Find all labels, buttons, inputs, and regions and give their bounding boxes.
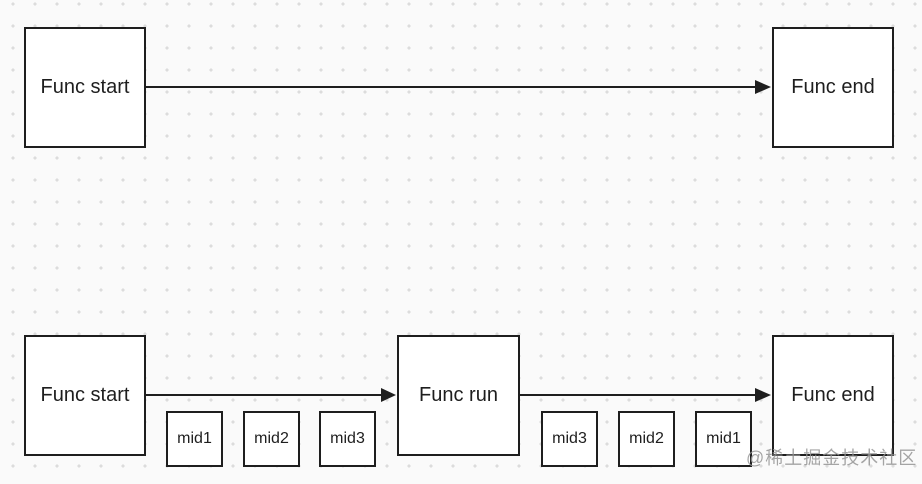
node-label: Func run [419, 384, 498, 406]
watermark: @稀土掘金技术社区 [746, 448, 918, 468]
node-bottom-func-end: Func end [772, 335, 894, 456]
node-mid2-right: mid2 [618, 411, 675, 467]
node-mid1-left: mid1 [166, 411, 223, 467]
node-mid3-right: mid3 [541, 411, 598, 467]
node-label: mid1 [177, 430, 212, 447]
node-label: Func end [791, 384, 875, 406]
node-top-func-end: Func end [772, 27, 894, 148]
node-mid3-left: mid3 [319, 411, 376, 467]
node-bottom-func-start: Func start [24, 335, 146, 456]
node-label: Func start [40, 76, 130, 98]
arrow-bottom-start-to-run [146, 388, 396, 402]
node-top-func-start: Func start [24, 27, 146, 148]
node-mid2-left: mid2 [243, 411, 300, 467]
node-label: mid1 [706, 430, 741, 447]
arrow-bottom-run-to-end [520, 388, 771, 402]
node-label: Func end [791, 76, 875, 98]
node-label: mid3 [552, 430, 587, 447]
node-label: mid2 [254, 430, 289, 447]
node-label: mid3 [330, 430, 365, 447]
arrow-top-start-to-end [146, 80, 771, 94]
node-bottom-func-run: Func run [397, 335, 520, 456]
node-label: mid2 [629, 430, 664, 447]
node-mid1-right: mid1 [695, 411, 752, 467]
node-label: Func start [40, 384, 130, 406]
